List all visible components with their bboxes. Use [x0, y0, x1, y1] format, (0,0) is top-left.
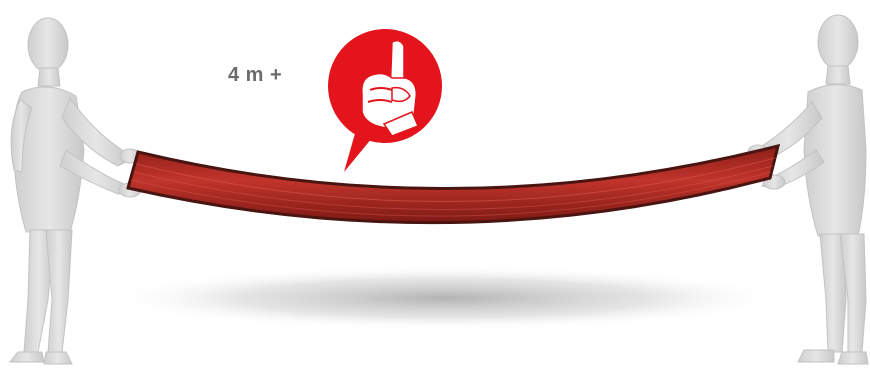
long-board — [126, 143, 781, 225]
length-label: 4 m + — [228, 64, 283, 86]
length-badge — [328, 29, 442, 172]
floor-shadow — [105, 266, 785, 330]
right-person-figure — [747, 14, 869, 365]
hand-pointing-up-icon — [361, 39, 419, 137]
left-person-figure — [8, 17, 142, 365]
